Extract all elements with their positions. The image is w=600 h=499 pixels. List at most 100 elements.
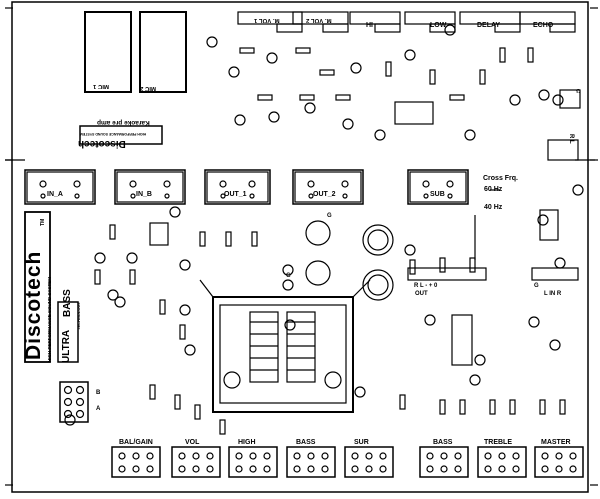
small-cap <box>179 304 191 316</box>
selector-b-label: B <box>96 390 101 396</box>
mic2-label: MIC 2 <box>140 85 157 91</box>
small-cap <box>234 114 246 126</box>
cap-4 <box>305 260 331 286</box>
sub-jack-pin <box>446 180 454 188</box>
pot-label-treble: TREBLE <box>484 439 512 446</box>
top-slider-tab <box>494 23 521 33</box>
power-transistor-l <box>249 311 279 383</box>
power-cap-l <box>223 371 241 389</box>
g-label-4: G <box>576 87 581 93</box>
resistor <box>409 259 416 275</box>
small-cap <box>169 206 181 218</box>
pot-pin <box>118 465 126 473</box>
top-slider-tab <box>322 23 349 33</box>
big-cap-1 <box>362 224 394 256</box>
resistor <box>194 404 201 420</box>
selector-a-label: A <box>96 406 101 412</box>
small-cap <box>342 118 354 130</box>
resistor <box>539 399 546 415</box>
resistor <box>174 394 181 410</box>
ic-u3 <box>149 222 169 246</box>
big-cap-2-inner <box>367 274 389 296</box>
small-cap <box>206 36 218 48</box>
small-cap <box>528 316 540 328</box>
pot-pin <box>555 452 563 460</box>
pot-pin <box>351 452 359 460</box>
out2-jack-inner <box>294 171 362 203</box>
out2-jack-pin <box>342 193 348 199</box>
pot-label-master: MASTER <box>541 439 571 446</box>
mic1-label: MIC 1 <box>93 83 110 89</box>
pot-label-high: HIGH <box>238 439 256 446</box>
brand-big-sub: HIGH PERFORMANCE SOUND SYSTEM <box>47 276 52 362</box>
pot-pin <box>512 465 520 473</box>
resistor <box>439 399 446 415</box>
pot-label-bass2: BASS <box>433 439 453 446</box>
slider-label-echo: ECHO <box>533 22 554 29</box>
brand-small-sub: HIGH PERFORMANCE SOUND SYSTEM <box>80 132 147 136</box>
resistor <box>295 47 311 54</box>
resistor <box>199 231 206 247</box>
pot-pin <box>249 465 257 473</box>
resistor <box>527 47 534 63</box>
lin-r-label: L IN R <box>544 291 562 297</box>
pot-pin <box>206 465 214 473</box>
small-cap <box>404 244 416 256</box>
resistor <box>459 399 466 415</box>
small-cap <box>509 94 521 106</box>
pot-pin <box>321 465 329 473</box>
bottom-pot-body <box>477 446 527 478</box>
resistor <box>385 61 392 77</box>
in-b-label: IN_B <box>136 191 152 198</box>
brand-big-tm: TM <box>40 218 46 226</box>
small-cap <box>538 89 550 101</box>
pot-label-bass: BASS <box>296 439 316 446</box>
selector-pin <box>75 409 85 419</box>
small-cap <box>404 49 416 61</box>
bass-text: BASS <box>62 289 73 317</box>
g-label-1: G <box>327 213 332 219</box>
big-cap-1-inner <box>367 229 389 251</box>
in-a-jack-pin <box>74 193 80 199</box>
out2-jack <box>292 169 364 205</box>
slider-label-mvol2: M. VOL 2 <box>306 17 332 23</box>
resistor <box>449 94 465 101</box>
out1-jack-inner <box>206 171 269 203</box>
pot-pin <box>426 452 434 460</box>
pot-pin <box>512 452 520 460</box>
pot-pin <box>426 465 434 473</box>
pot-pin <box>440 465 448 473</box>
bottom-pot-body <box>534 446 584 478</box>
pot-pin <box>132 452 140 460</box>
resistor <box>509 399 516 415</box>
resistor <box>399 394 406 410</box>
pot-pin <box>541 465 549 473</box>
in-a-jack-pin <box>40 193 46 199</box>
small-cap <box>107 289 119 301</box>
resistor <box>439 257 446 273</box>
small-cap <box>572 184 584 196</box>
pot-pin <box>351 465 359 473</box>
pot-pin <box>192 465 200 473</box>
bottom-pot-body <box>419 446 469 478</box>
mic2-jack <box>139 11 187 93</box>
out1-jack-pin <box>249 193 255 199</box>
small-cap <box>284 319 296 331</box>
pot-pin <box>498 452 506 460</box>
bottom-pot-body <box>171 446 221 478</box>
small-cap <box>126 252 138 264</box>
pot-pin <box>307 452 315 460</box>
out2-jack-pin <box>341 180 349 188</box>
ultra-text: ULTRA <box>61 329 72 363</box>
pot-pin <box>569 452 577 460</box>
pot-pin <box>263 465 271 473</box>
pot-pin <box>321 452 329 460</box>
pot-pin <box>249 452 257 460</box>
ultra-bass-box <box>57 301 79 363</box>
conn-rl <box>547 139 579 161</box>
in-b-jack <box>114 169 186 205</box>
top-slider-body <box>349 11 401 25</box>
pot-pin <box>146 452 154 460</box>
